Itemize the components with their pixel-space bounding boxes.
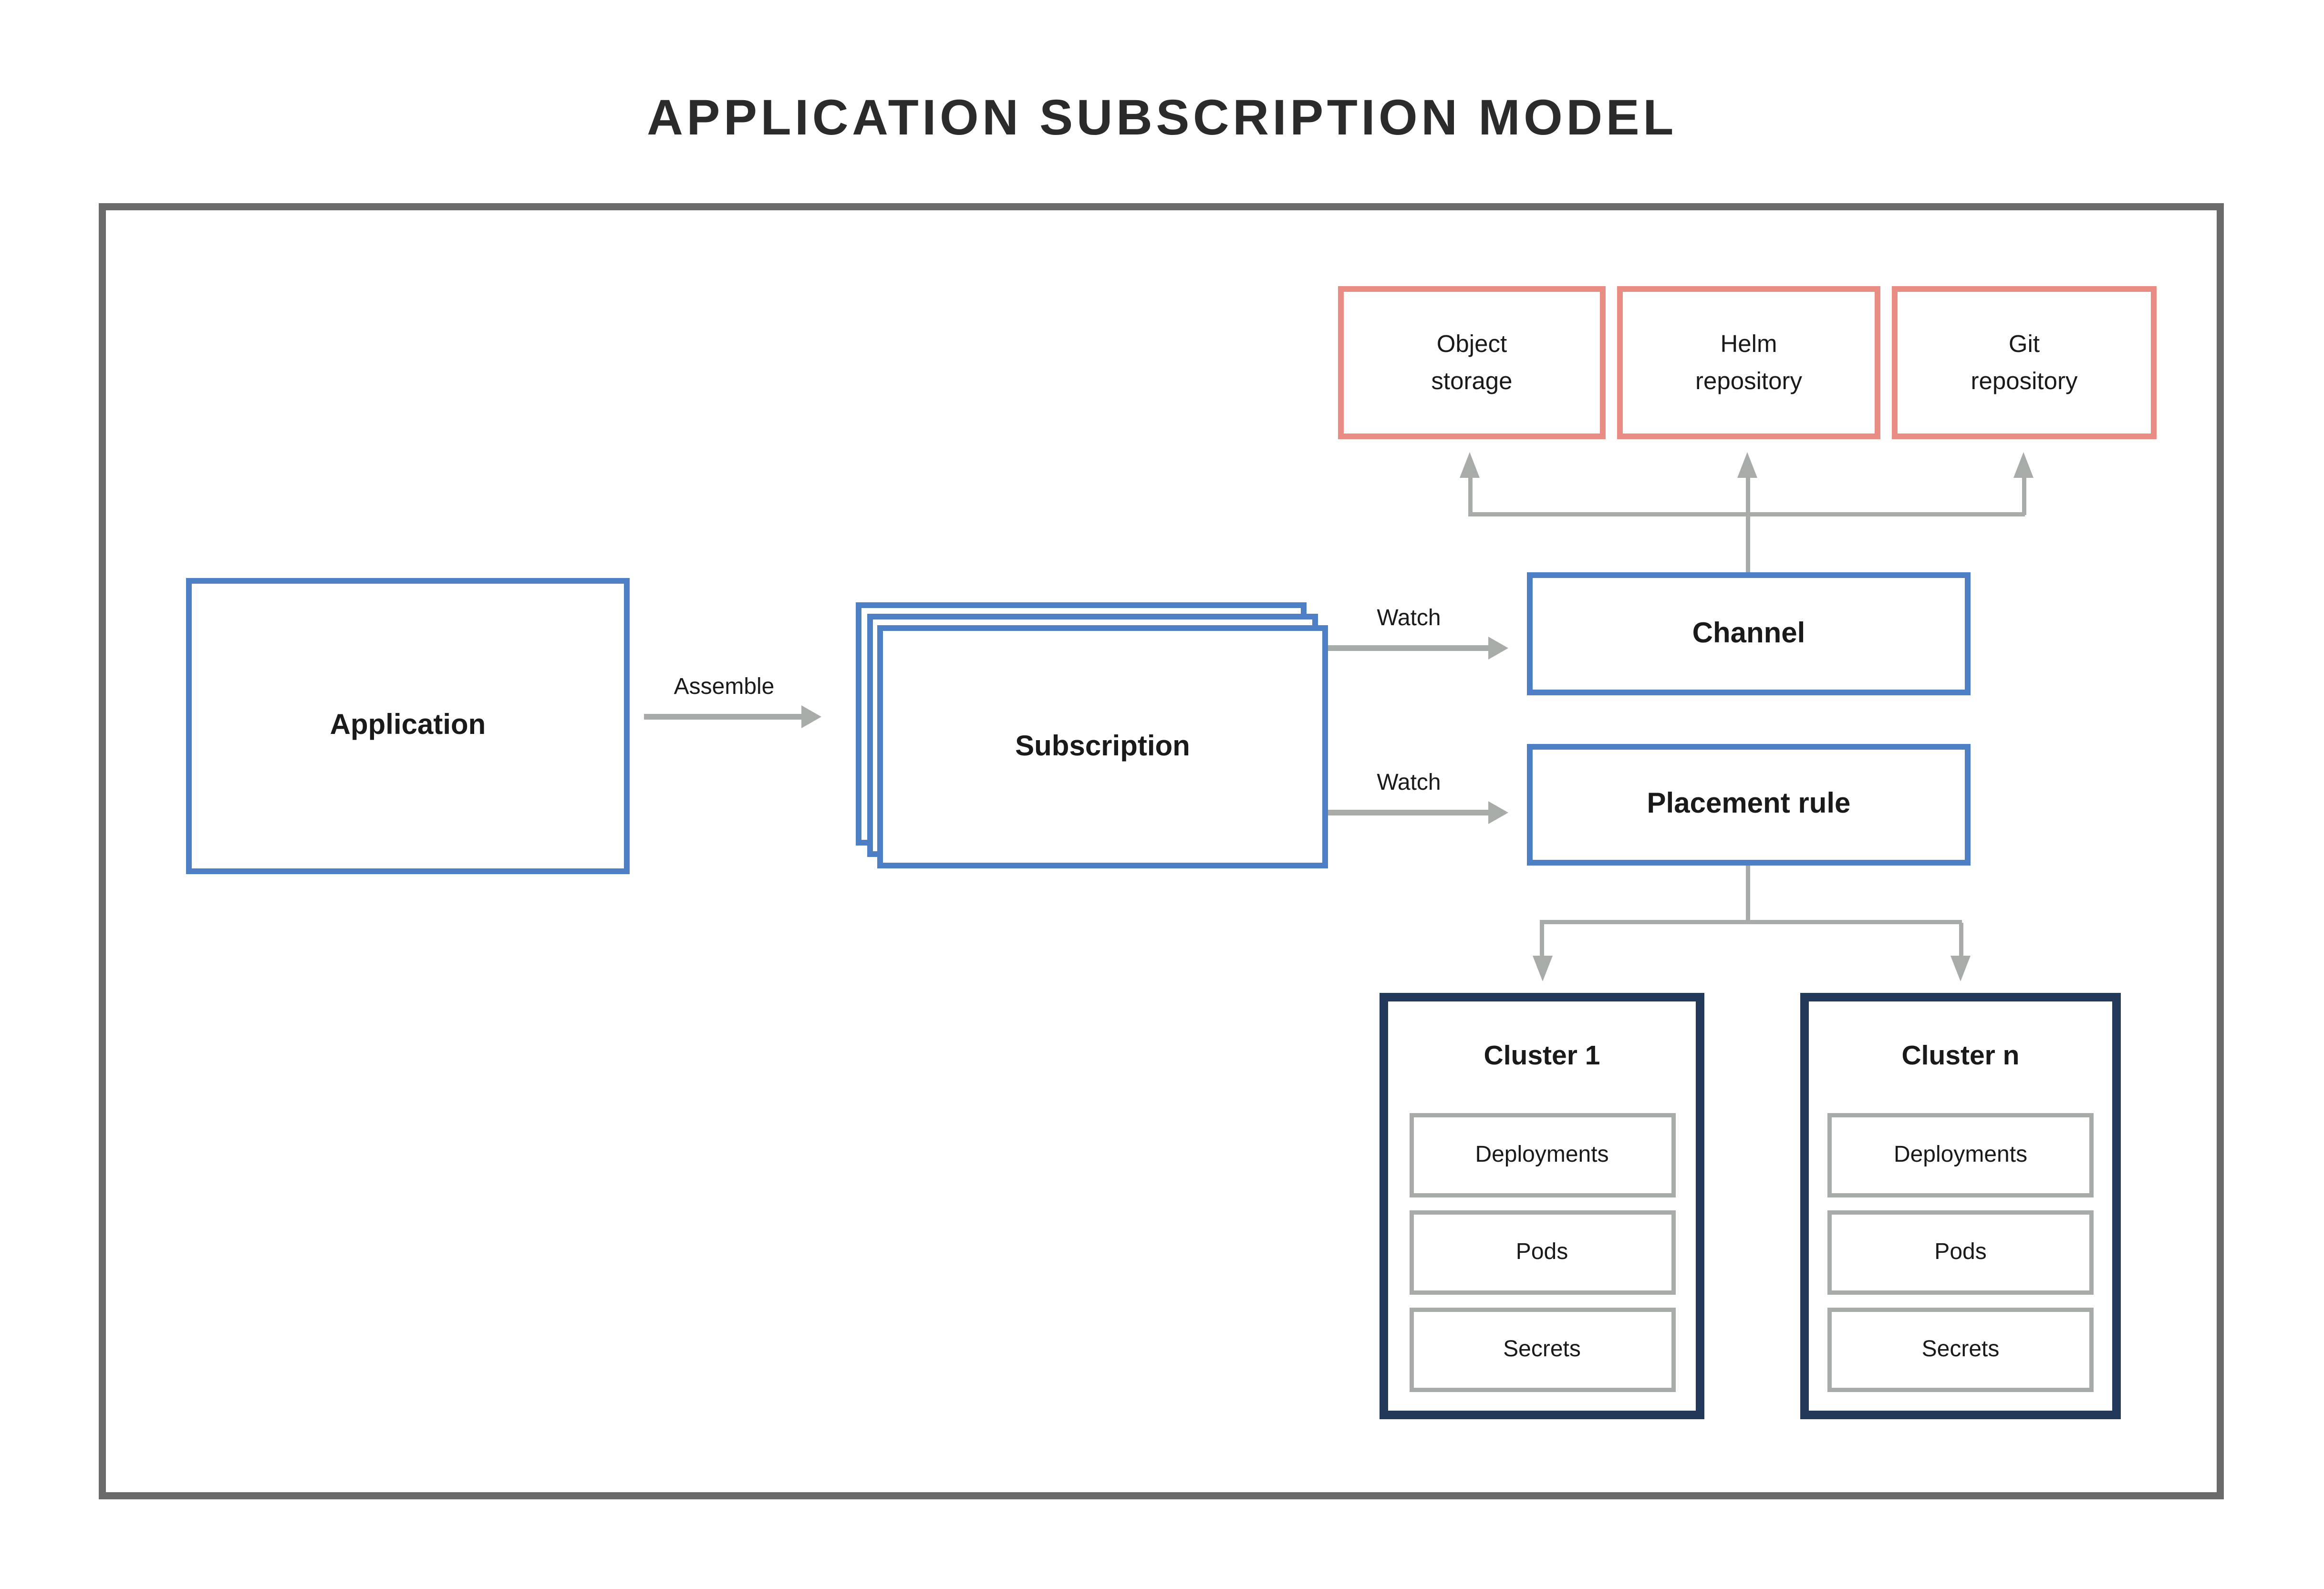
cluster-1-pods-box: Pods	[1409, 1210, 1675, 1295]
arrow-to-object-storage-shaft	[1467, 478, 1472, 515]
channel-box: Channel	[1527, 572, 1971, 695]
helm-repository-box: Helm repository	[1617, 286, 1880, 439]
arrow-to-cluster-n-head	[1950, 956, 1971, 981]
assemble-arrow-head	[801, 705, 821, 728]
arrow-to-git-repository-head	[2013, 452, 2033, 478]
watch-channel-label: Watch	[1377, 607, 1441, 631]
cluster-n-title: Cluster n	[1901, 1042, 2020, 1072]
git-repository-box: Git repository	[1892, 286, 2157, 439]
watch-placement-label: Watch	[1377, 771, 1441, 795]
application-box: Application	[186, 578, 630, 874]
arrow-to-git-repository-shaft	[2021, 478, 2026, 515]
watch-placement-arrow-head	[1488, 801, 1508, 824]
object-storage-box: Object storage	[1338, 286, 1606, 439]
watch-placement-arrow-shaft	[1328, 810, 1488, 815]
assemble-arrow-shaft	[644, 714, 801, 720]
cluster-1-secrets-box: Secrets	[1409, 1308, 1675, 1392]
placement-branch-horizontal-line	[1540, 920, 1962, 924]
arrow-to-object-storage-head	[1460, 452, 1480, 478]
assemble-label: Assemble	[674, 675, 775, 700]
arrow-to-helm-repository-shaft	[1745, 478, 1750, 515]
watch-channel-arrow-head	[1488, 637, 1508, 660]
cluster-1-box: Cluster 1 Deployments Pods Secrets	[1380, 993, 1704, 1419]
arrow-to-cluster-1-shaft	[1540, 923, 1544, 956]
page-title: APPLICATION SUBSCRIPTION MODEL	[647, 90, 1677, 146]
arrow-to-cluster-n-shaft	[1958, 923, 1963, 956]
cluster-n-pods-box: Pods	[1827, 1210, 2094, 1295]
channel-branch-stem-line	[1746, 515, 1750, 572]
arrow-to-helm-repository-head	[1737, 452, 1757, 478]
cluster-n-secrets-box: Secrets	[1827, 1308, 2094, 1392]
placement-rule-box: Placement rule	[1527, 744, 1971, 866]
watch-channel-arrow-shaft	[1328, 645, 1488, 651]
cluster-n-box: Cluster n Deployments Pods Secrets	[1800, 993, 2121, 1419]
arrow-to-cluster-1-head	[1532, 956, 1552, 981]
subscription-box: Subscription	[877, 625, 1328, 868]
cluster-n-deployments-box: Deployments	[1827, 1113, 2094, 1197]
cluster-1-deployments-box: Deployments	[1409, 1113, 1675, 1197]
cluster-1-title: Cluster 1	[1484, 1042, 1600, 1072]
placement-branch-stem-line	[1746, 866, 1750, 923]
